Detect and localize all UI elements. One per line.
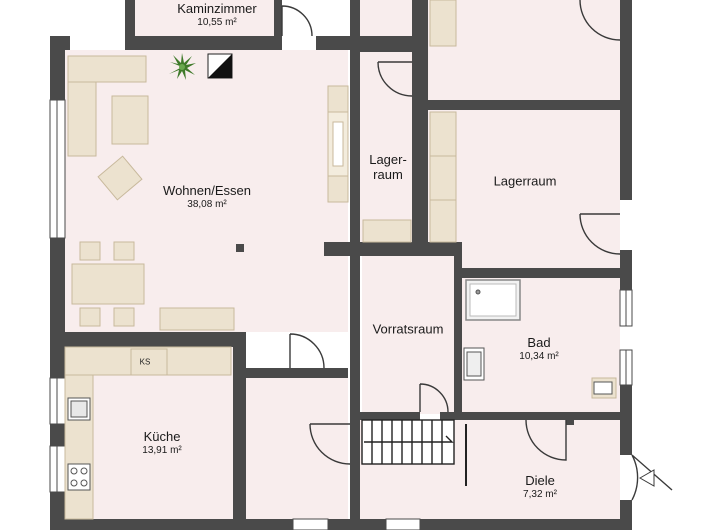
room-name: Vorratsraum bbox=[372, 321, 444, 337]
room-label-vorratsraum: Vorratsraum bbox=[372, 321, 444, 338]
room-label-kueche: Küche 13,91 m² bbox=[142, 428, 182, 456]
chimney-icon bbox=[207, 53, 233, 79]
room-name: Diele bbox=[525, 472, 555, 488]
room-name: Küche bbox=[143, 428, 181, 444]
room-name: Wohnen/Essen bbox=[163, 182, 251, 198]
walls bbox=[50, 0, 632, 530]
room-name-line1: Lager- bbox=[369, 152, 407, 168]
room-area: 10,55 m² bbox=[197, 16, 237, 28]
room-label-kaminzimmer: Kaminzimmer 10,55 m² bbox=[177, 0, 257, 28]
room-label-lagerraum: Lagerraum bbox=[493, 173, 557, 190]
entrance-arrow-icon bbox=[638, 469, 655, 487]
room-name: Lagerraum bbox=[493, 173, 557, 189]
column bbox=[236, 244, 244, 252]
sofa-side bbox=[67, 81, 97, 157]
windows bbox=[49, 99, 633, 530]
staircase bbox=[361, 419, 467, 486]
stove-icon bbox=[67, 463, 91, 491]
room-name-line2: raum bbox=[373, 167, 403, 182]
lager-shelves bbox=[429, 0, 457, 47]
sideboard bbox=[159, 307, 235, 331]
room-name: Bad bbox=[527, 334, 551, 350]
room-label-wohnen: Wohnen/Essen 38,08 m² bbox=[163, 182, 251, 210]
room-label-lager-small: Lager- raum bbox=[369, 152, 407, 183]
fridge bbox=[130, 348, 168, 376]
doors bbox=[281, 0, 673, 501]
room-name: Kaminzimmer bbox=[177, 0, 257, 16]
chair bbox=[113, 241, 135, 261]
kitchen-counter-left bbox=[64, 374, 94, 520]
room-area: 7,32 m² bbox=[523, 488, 557, 500]
room-area: 10,34 m² bbox=[519, 350, 559, 362]
coffee-table bbox=[111, 95, 149, 145]
room-label-bad: Bad 10,34 m² bbox=[519, 334, 559, 362]
room-label-diele: Diele 7,32 m² bbox=[523, 472, 557, 500]
dining-table bbox=[71, 263, 145, 305]
chair bbox=[79, 307, 101, 327]
room-area: 38,08 m² bbox=[187, 198, 227, 210]
fixtures bbox=[67, 279, 613, 491]
sofa-back bbox=[67, 55, 147, 83]
chair bbox=[113, 307, 135, 327]
chair bbox=[79, 241, 101, 261]
storage-shelf bbox=[362, 219, 412, 243]
furniture bbox=[64, 0, 617, 520]
armchair bbox=[97, 155, 143, 201]
plant-icon bbox=[169, 53, 196, 80]
fridge-label: KS bbox=[139, 357, 151, 367]
room-area: 13,91 m² bbox=[142, 444, 182, 456]
